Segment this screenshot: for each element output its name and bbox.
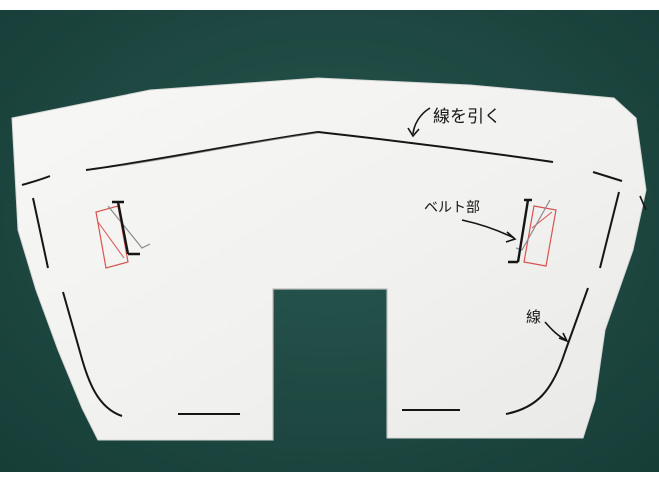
photo-bottom-border [0,472,659,490]
arrow-belt-part [461,219,515,239]
arrow-head-draw-line [407,127,420,138]
arrow-head-belt-part [505,231,517,243]
left-bottom-curve [62,291,123,417]
paper-pattern [11,77,647,441]
right-edge-dash [599,191,620,269]
annotation-line: 線 [526,308,541,326]
pencil-guide-line [119,132,319,167]
arrow-draw-line [412,107,431,135]
notch-edge [272,288,388,440]
right-belt-marking [508,198,557,267]
annotation-draw-line: 線を引く [433,107,501,127]
left-corner-mark [21,175,51,186]
left-edge-dash [32,197,49,269]
annotation-belt-part: ベルト部 [424,200,480,216]
arrow-line [544,321,567,341]
photo-top-border [0,0,659,10]
edge-tick [639,195,647,211]
drawn-top-line [85,130,554,171]
left-belt-marking [95,200,151,269]
arrow-head-line [558,332,569,343]
right-corner-mark [592,171,623,182]
right-bottom-curve [505,287,589,415]
